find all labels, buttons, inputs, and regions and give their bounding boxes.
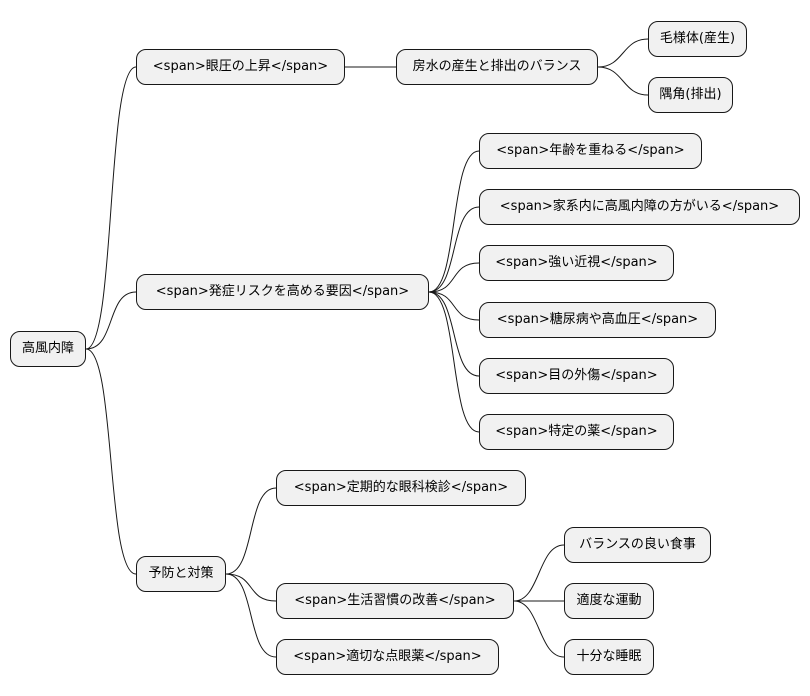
aqueous-balance-node: 房水の産生と排出のバランス [396, 49, 598, 85]
prevention-lifestyle-node: <span>生活習慣の改善</span> [276, 583, 514, 619]
lifestyle-item-sleep: 十分な睡眠 [564, 639, 654, 675]
prevention-node: 予防と対策 [136, 556, 226, 592]
risk-factors-node: <span>発症リスクを高める要因</span> [136, 274, 429, 310]
prevention-eyedrops-node: <span>適切な点眼薬</span> [276, 639, 499, 675]
intraocular-pressure-rise-node: <span>眼圧の上昇</span> [136, 49, 345, 85]
ciliary-body-node: 毛様体(産生) [648, 21, 747, 57]
edge-risk-item-1 [428, 150, 480, 293]
edge-lifestyle-item-1 [513, 544, 565, 602]
edge-prevention-lifestyle [225, 573, 277, 602]
edge-prevention-eyedrops [225, 573, 277, 658]
risk-item-myopia: <span>強い近視</span> [479, 245, 674, 281]
edge-root-prevention [85, 348, 137, 575]
edge-root-risk [85, 291, 137, 350]
lifestyle-item-exercise: 適度な運動 [564, 583, 654, 619]
edge-risk-item-5 [428, 291, 480, 377]
risk-item-age: <span>年齢を重ねる</span> [479, 133, 702, 169]
edge-risk-item-4 [428, 291, 480, 321]
root-node: 高風内障 [10, 331, 86, 367]
risk-item-family: <span>家系内に高風内障の方がいる</span> [479, 189, 800, 225]
edge-lifestyle-item-3 [513, 600, 565, 658]
edge-prevention-checkup [225, 487, 277, 575]
angle-node: 隅角(排出) [648, 77, 733, 113]
risk-item-diabetes: <span>糖尿病や高血圧</span> [479, 302, 716, 338]
risk-item-medication: <span>特定の薬</span> [479, 414, 674, 450]
edge-balance-drainage [597, 66, 649, 96]
edge-risk-item-3 [428, 262, 480, 293]
lifestyle-item-diet: バランスの良い食事 [564, 527, 711, 563]
edge-balance-production [597, 38, 649, 68]
edge-risk-item-6 [428, 291, 480, 433]
edge-root-rise [85, 66, 137, 350]
risk-item-trauma: <span>目の外傷</span> [479, 358, 674, 394]
prevention-checkup-node: <span>定期的な眼科検診</span> [276, 470, 526, 506]
edge-risk-item-2 [428, 206, 480, 293]
